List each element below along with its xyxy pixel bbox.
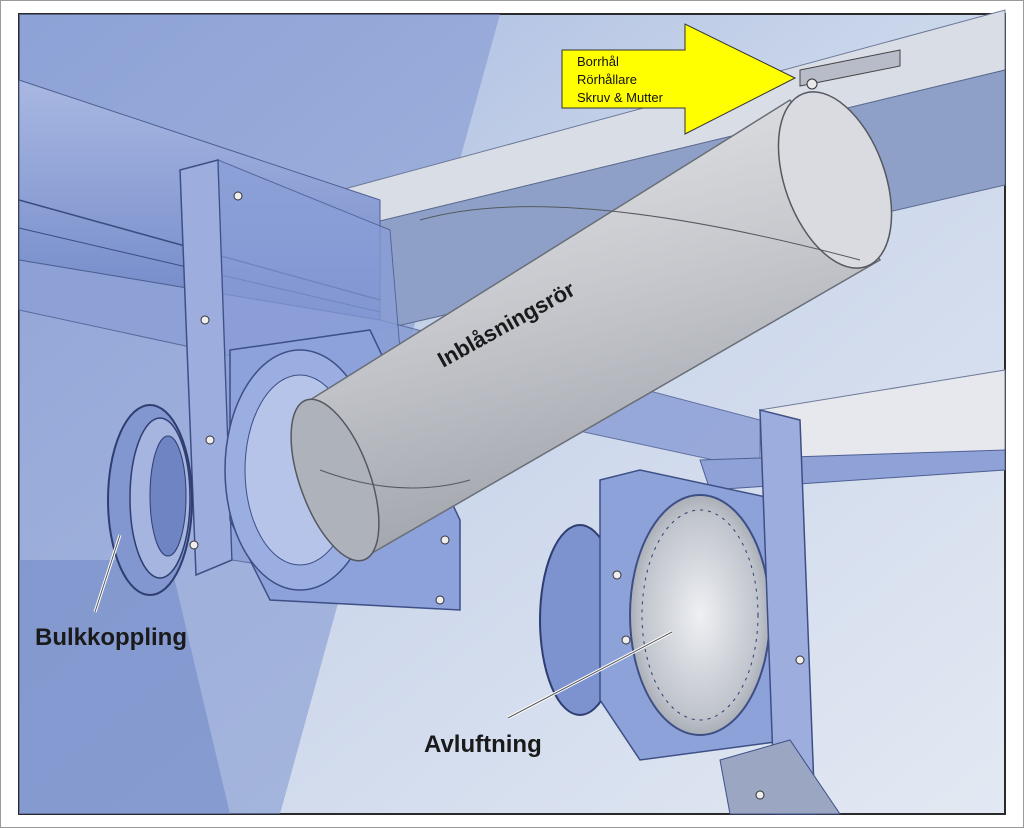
bulk-coupling-label: Bulkkoppling (35, 624, 187, 651)
vent-assembly (539, 409, 841, 815)
blowing-pipe (290, 91, 893, 562)
vent-label: Avluftning (424, 731, 542, 758)
callout-line-3: Skruv & Mutter (577, 90, 664, 105)
callout-arrow: Borrhål Rörhållare Skruv & Mutter (561, 23, 797, 135)
callout-line-2: Rörhållare (577, 72, 637, 87)
leader-lines (93, 534, 673, 720)
bulk-coupling-part (107, 404, 193, 596)
callout-line-1: Borrhål (577, 54, 619, 69)
